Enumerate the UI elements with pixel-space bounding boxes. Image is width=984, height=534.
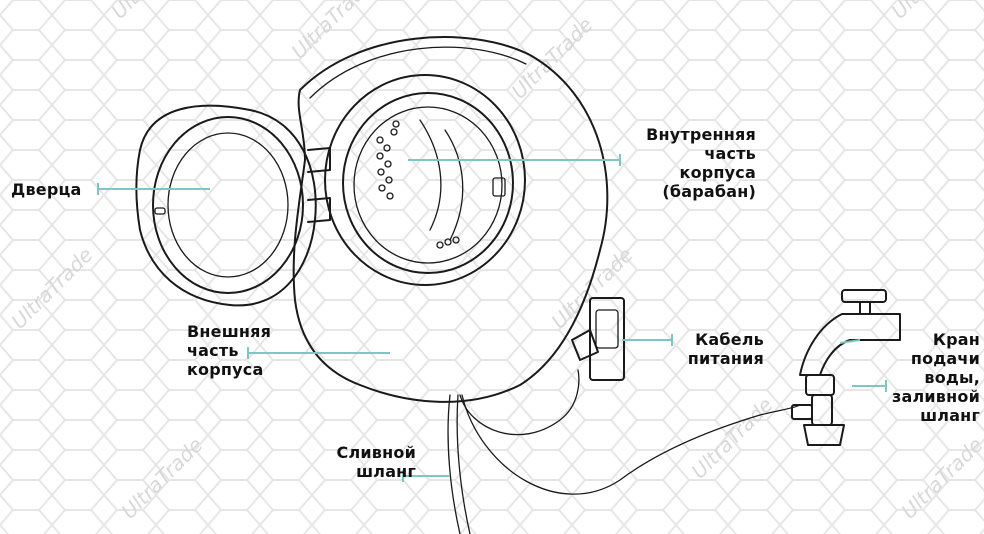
label-tap-line-2: подачи [874, 349, 980, 368]
label-tap-line-4: заливной [874, 387, 980, 406]
label-water-tap: Кран подачи воды, заливной шланг [874, 330, 980, 425]
label-outer-body: Внешняя часть корпуса [187, 322, 271, 379]
label-inner-line-3: корпуса [600, 163, 756, 182]
label-tap-line-1: Кран [874, 330, 980, 349]
label-drain-hose: Сливной шланг [316, 443, 416, 481]
label-door-text: Дверца [11, 180, 82, 199]
label-power-cable: Кабель питания [676, 330, 764, 368]
label-drain-line-2: шланг [316, 462, 416, 481]
label-door: Дверца [11, 180, 82, 199]
label-cable-line-1: Кабель [676, 330, 764, 349]
label-inner-line-1: Внутренняя [600, 125, 756, 144]
label-outer-line-2: часть [187, 341, 271, 360]
label-outer-line-1: Внешняя [187, 322, 271, 341]
label-drain-line-1: Сливной [316, 443, 416, 462]
label-inner-line-4: (барабан) [600, 182, 756, 201]
label-outer-line-3: корпуса [187, 360, 271, 379]
label-inner-line-2: часть [600, 144, 756, 163]
label-tap-line-3: воды, [874, 368, 980, 387]
label-inner-body: Внутренняя часть корпуса (барабан) [600, 125, 756, 201]
label-cable-line-2: питания [676, 349, 764, 368]
label-tap-line-5: шланг [874, 406, 980, 425]
